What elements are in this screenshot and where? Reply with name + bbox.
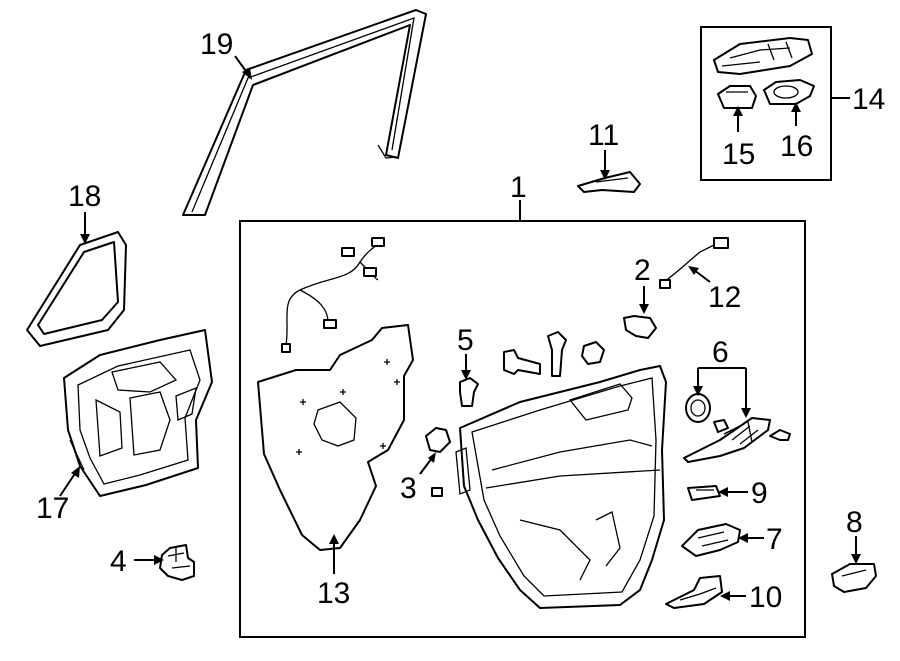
callout-4: 4 xyxy=(110,545,127,578)
part-9-switch xyxy=(687,485,721,501)
part-19-window-channel xyxy=(182,9,427,216)
callout-2: 2 xyxy=(634,254,651,287)
callout-12: 12 xyxy=(708,281,741,314)
wiring-harness xyxy=(281,237,385,353)
callout-16: 16 xyxy=(780,130,813,163)
callout-8: 8 xyxy=(846,506,863,539)
callout-15: 15 xyxy=(722,138,755,171)
callout-labels: 1 2 3 4 5 6 7 8 9 10 11 12 13 14 15 16 1… xyxy=(36,28,885,614)
callout-3: 3 xyxy=(400,472,417,505)
part-16-switch xyxy=(763,79,815,105)
callout-11: 11 xyxy=(588,119,619,152)
door-trim-panel xyxy=(455,365,667,609)
callout-13: 13 xyxy=(317,577,350,610)
main-assembly-box xyxy=(239,220,806,638)
callout-5: 5 xyxy=(457,324,474,357)
part-12-harness xyxy=(659,237,729,289)
callout-6: 6 xyxy=(712,336,729,369)
part-7-pull-handle xyxy=(681,523,741,557)
part-15-switch xyxy=(717,85,757,109)
callout-7: 7 xyxy=(766,523,783,556)
part-8-cap xyxy=(831,563,877,593)
part-18-glass-trim xyxy=(26,231,127,347)
part-6-handle xyxy=(683,393,771,463)
part-14-switch-panel xyxy=(713,37,813,75)
fasteners xyxy=(425,315,791,497)
callout-9: 9 xyxy=(751,477,768,510)
callout-17: 17 xyxy=(36,492,69,525)
callout-18: 18 xyxy=(68,180,101,213)
part-10-pocket-trim xyxy=(665,575,723,609)
leader-lines xyxy=(59,55,861,601)
part-4-bracket xyxy=(159,544,195,581)
callout-1: 1 xyxy=(510,171,527,204)
callout-14: 14 xyxy=(852,83,885,116)
part-11-trim-cover xyxy=(577,171,641,193)
part-17-door-module xyxy=(63,329,213,497)
callout-19: 19 xyxy=(200,28,233,61)
part-13-water-deflector xyxy=(257,324,414,551)
callout-10: 10 xyxy=(749,581,782,614)
switch-assembly-box xyxy=(700,26,832,181)
